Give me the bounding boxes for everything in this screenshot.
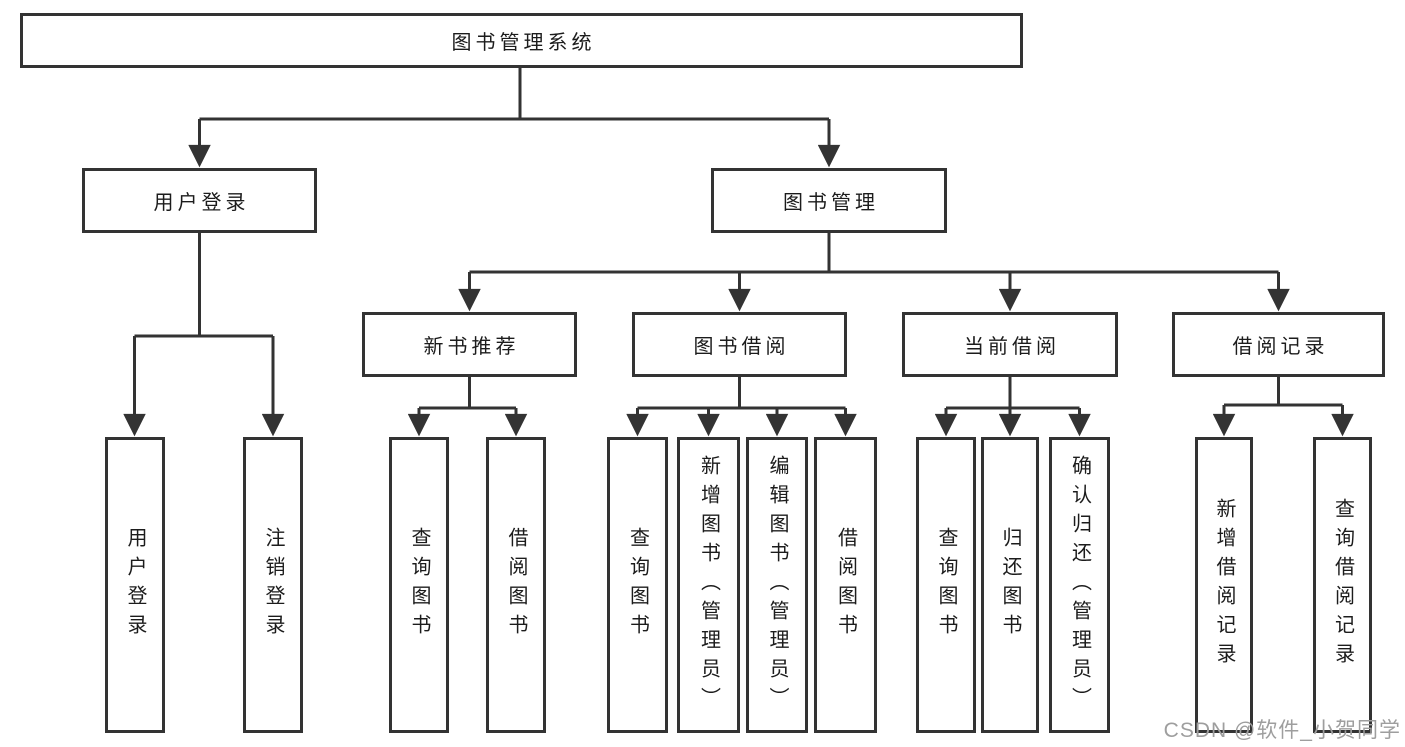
node-book-borrowing: 图书借阅 xyxy=(632,312,847,377)
leaf-edit-book-admin: 编辑图书（管理员） xyxy=(746,437,808,733)
leaf-query-borrow-record: 查询借阅记录 xyxy=(1313,437,1372,733)
connector-bus-lines xyxy=(134,67,1343,410)
leaf-query-books-borrow: 查询图书 xyxy=(607,437,668,733)
leaf-return-books: 归还图书 xyxy=(981,437,1039,733)
node-current-borrowing: 当前借阅 xyxy=(902,312,1118,377)
leaf-add-borrow-record: 新增借阅记录 xyxy=(1195,437,1253,733)
node-new-book-recommendation: 新书推荐 xyxy=(362,312,577,377)
node-borrowing-records: 借阅记录 xyxy=(1172,312,1385,377)
node-user-login: 用户登录 xyxy=(82,168,317,233)
csdn-watermark: CSDN @软件_小贺同学 xyxy=(1163,719,1401,742)
leaf-query-books-current: 查询图书 xyxy=(916,437,976,733)
leaf-query-books-newbook: 查询图书 xyxy=(389,437,449,733)
leaf-logout: 注销登录 xyxy=(243,437,303,733)
leaf-borrow-books-newbook: 借阅图书 xyxy=(486,437,546,733)
leaf-user-login: 用户登录 xyxy=(105,437,165,733)
node-library-management-system: 图书管理系统 xyxy=(20,13,1023,68)
node-book-management: 图书管理 xyxy=(711,168,947,233)
leaf-add-book-admin: 新增图书（管理员） xyxy=(677,437,740,733)
connector-group xyxy=(123,67,1354,437)
leaf-borrow-books-borrow: 借阅图书 xyxy=(814,437,877,733)
leaf-confirm-return-admin: 确认归还（管理员） xyxy=(1049,437,1110,733)
